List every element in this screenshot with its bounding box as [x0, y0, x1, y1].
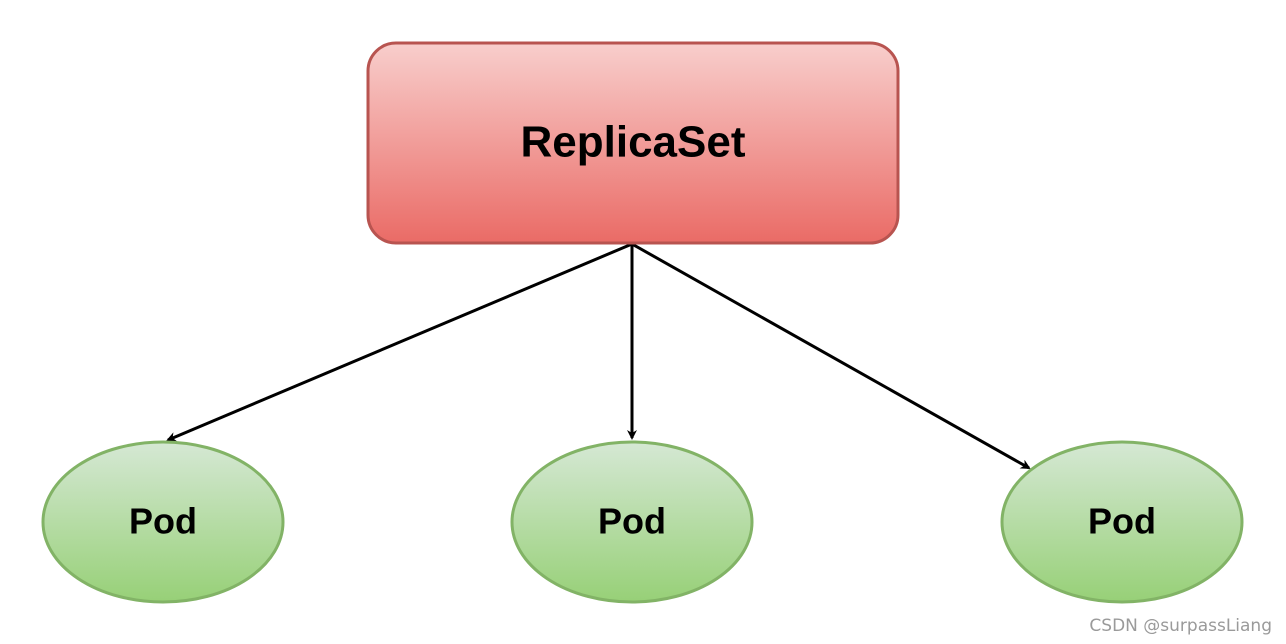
pod-label: Pod	[129, 501, 197, 542]
pod-ellipse	[1000, 440, 1244, 604]
pod-label: Pod	[598, 501, 666, 542]
edge-replicaset-to-pod-3	[631, 242, 1031, 470]
edge-replicaset-to-pod-1	[166, 242, 633, 442]
replicaset-box	[366, 41, 900, 245]
watermark-text: CSDN @surpassLiang	[1089, 616, 1272, 636]
edges	[166, 242, 1031, 470]
pod-ellipse	[41, 440, 285, 604]
pod-node-3: Pod	[1000, 440, 1244, 604]
pod-label: Pod	[1088, 501, 1156, 542]
pod-node-2: Pod	[510, 440, 754, 604]
replicaset-label: ReplicaSet	[521, 118, 746, 167]
pod-ellipse	[510, 440, 754, 604]
pod-node-1: Pod	[41, 440, 285, 604]
replicaset-node: ReplicaSet	[366, 41, 900, 245]
